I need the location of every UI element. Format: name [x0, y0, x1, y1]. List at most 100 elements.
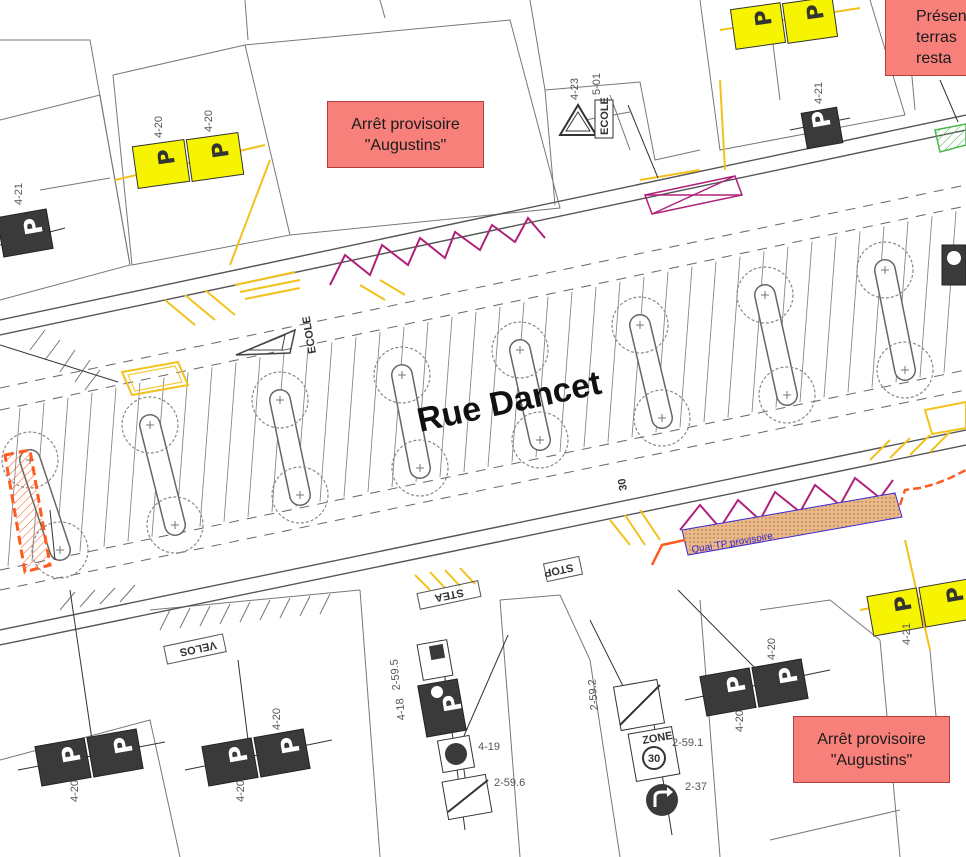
tree-canopy — [633, 389, 691, 447]
stall-line — [871, 226, 885, 388]
parking-glyph: P — [154, 147, 181, 166]
work-zone-left — [3, 448, 52, 574]
bus-stop-box-top — [643, 175, 744, 215]
sign-code-4-20-bottom-middle: 4-20 — [235, 780, 247, 802]
yellow-bus-box-right — [923, 400, 966, 436]
sign-code-4-23: 4-23 — [569, 78, 581, 100]
stall-line — [607, 281, 621, 443]
stall-line — [319, 342, 333, 502]
road-marking-velos-box — [163, 633, 227, 665]
yellow-parking-sign-pair-left: P P — [114, 132, 266, 189]
parking-glyph: P — [208, 140, 235, 159]
parking-glyph: P — [806, 108, 837, 130]
parking-glyph: P — [773, 664, 804, 686]
stall-line — [847, 231, 861, 393]
parking-glyph: P — [108, 734, 139, 756]
yellow-parking-sign-pair-right: P P — [859, 578, 966, 637]
stall-line — [943, 211, 957, 373]
tree-pit — [630, 315, 672, 428]
callout-top-line2: "Augustins" — [364, 136, 447, 154]
dark-parking-sign-top: P — [789, 106, 851, 150]
callout-bus-stop-top: Arrêt provisoire "Augustins" — [327, 101, 484, 168]
callout-corner-line3: resta — [916, 49, 952, 67]
lane-dashes — [0, 184, 966, 591]
tree-canopy — [271, 466, 329, 524]
parking-sign-pair-bottom-right: P P — [684, 658, 831, 717]
sign-code-2-59-6: 2-59.6 — [494, 777, 525, 789]
tree-pit — [392, 365, 430, 478]
callout-corner-line1: Présen — [916, 7, 966, 25]
tree-canopy — [146, 496, 204, 554]
temporary-platform — [681, 492, 903, 556]
parking-glyph: P — [890, 594, 917, 614]
stall-line — [463, 312, 477, 472]
stall-line — [127, 382, 141, 542]
tree-canopy — [491, 321, 549, 379]
road-marking-ecole: ECOLE — [301, 315, 319, 354]
stall-line — [247, 357, 261, 517]
road-marking-stop-box — [542, 555, 584, 583]
stall-line — [679, 266, 693, 428]
stall-line — [559, 291, 573, 453]
stall-line — [751, 251, 765, 413]
dark-sign-right-edge — [941, 244, 966, 286]
school-warning-sign — [558, 99, 614, 139]
tree-pit — [875, 260, 915, 380]
callout-bottom-line2: "Augustins" — [830, 751, 913, 769]
sign-ecole-text: ECOLE — [599, 97, 611, 135]
pedestrian-crossings — [29, 329, 331, 631]
tree-canopy — [251, 371, 309, 429]
callout-terrace: Présen terras resta — [885, 0, 966, 76]
road-marking-30: 30 — [616, 477, 630, 491]
stall-line — [799, 241, 813, 403]
parking-glyph: P — [803, 2, 830, 21]
sign-code-4-20-bottom-right-top: 4-20 — [766, 638, 778, 660]
yellow-parking-sign-pair-top-right: P P — [719, 0, 861, 50]
tree-canopy — [121, 396, 179, 454]
tree-canopy — [736, 266, 794, 324]
sign-code-2-59-2: 2-59.2 — [586, 679, 601, 711]
stall-line — [823, 236, 837, 398]
parking-glyph: P — [56, 743, 87, 765]
road-marking-ecole-sign — [235, 328, 297, 356]
dark-parking-sign-left: P — [0, 208, 66, 258]
tree-canopy — [511, 411, 569, 469]
stall-line — [727, 256, 741, 418]
sign-code-4-21-left: 4-21 — [13, 183, 25, 205]
sign-30-text: 30 — [648, 753, 660, 765]
yellow-bus-box-left — [120, 360, 190, 397]
tree-canopy — [758, 366, 816, 424]
sign-code-4-20-bottom-middle-top: 4-20 — [271, 708, 283, 730]
sign-code-4-20-tl-b: 4-20 — [203, 110, 215, 132]
sign-code-4-20-right-yellow: 4-21 — [901, 623, 913, 645]
stall-line — [79, 392, 93, 552]
tree-pit — [140, 415, 185, 535]
tree-canopy — [373, 346, 431, 404]
sign-zone-text: ZONE — [641, 730, 673, 747]
sign-code-2-59-1: 2-59.1 — [672, 737, 703, 749]
bus-stop-zigzag-top — [329, 216, 546, 286]
sign-stack-middle: P — [416, 639, 493, 831]
tree-canopy — [391, 439, 449, 497]
parking-sign-pair-bottom-left: P P — [17, 728, 166, 787]
stall-line — [703, 261, 717, 423]
stall-line — [223, 362, 237, 522]
stall-line — [199, 367, 213, 527]
stall-line — [583, 286, 597, 448]
tree-canopy — [856, 241, 914, 299]
sign-code-4-21-top: 4-21 — [813, 82, 825, 104]
stall-line — [343, 337, 357, 497]
tree-pit — [270, 390, 310, 505]
sign-code-4-20-bottom-right: 4-20 — [734, 710, 746, 732]
street-name-label: Rue Dancet — [414, 364, 605, 440]
orange-barrier-chain — [650, 468, 966, 566]
sign-code-4-18: 4-18 — [394, 698, 408, 721]
parking-glyph: P — [223, 743, 254, 765]
parking-glyph: P — [18, 215, 49, 237]
stall-line — [367, 332, 381, 492]
parking-glyph: P — [721, 673, 752, 695]
terrace-zone — [934, 123, 966, 153]
tree-canopy — [611, 296, 669, 354]
parking-glyph: P — [942, 585, 966, 605]
